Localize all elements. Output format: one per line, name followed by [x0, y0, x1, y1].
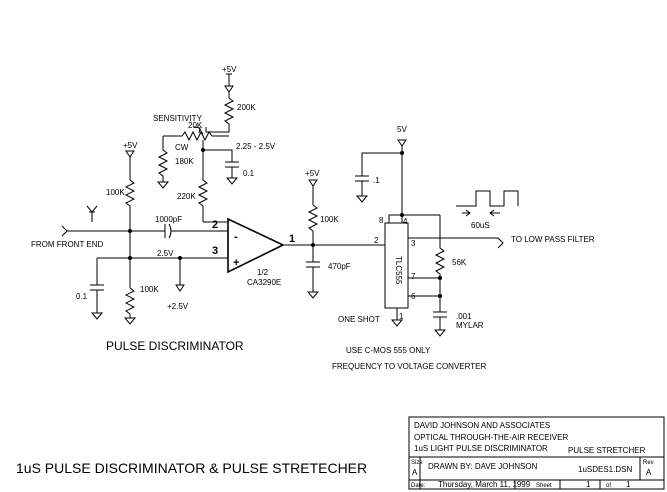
pin-1-label: 1: [289, 233, 295, 245]
section-converter-label: FREQUENCY TO VOLTAGE CONVERTER: [332, 362, 486, 371]
tb-rev-value: A: [646, 468, 652, 477]
capacitor-01-top: 2.25 - 2.5V 0.1: [225, 142, 276, 185]
opamp-name-label: CA3290E: [247, 278, 281, 287]
capacitor-01-low-label: 0.1: [76, 292, 88, 301]
tb-drawn-by: DRAWN BY: DAVE JOHNSON: [428, 462, 538, 471]
resistor-56k: 56K: [408, 215, 467, 312]
input-line: FROM FRONT END 1000pF: [31, 205, 229, 249]
tb-sheet-label: Sheet: [536, 483, 552, 489]
supply-5v-mid: +5V: [305, 169, 320, 205]
pulse-width-label: 60uS: [471, 221, 490, 230]
pot-20k-label: 20K: [188, 121, 203, 130]
pot-sensitivity-label: SENSITIVITY: [153, 114, 203, 123]
tb-subtitle: 1uS LIGHT PULSE DISCRIMINATOR: [414, 444, 548, 453]
tb-size-value: A: [412, 468, 418, 477]
note-cmos-label: USE C-MOS 555 ONLY: [346, 346, 431, 355]
pulse-waveform: 60uS: [456, 190, 519, 230]
resistor-100k-left: 100K: [106, 179, 136, 288]
tb-company: DAVID JOHNSON AND ASSOCIATES: [414, 421, 550, 430]
supply-5v-top: +5V: [222, 65, 237, 93]
input-label: FROM FRONT END: [31, 240, 104, 249]
capacitor-1: .1: [355, 152, 402, 203]
pin-2-label: 2: [212, 219, 218, 231]
supply-5v-left: +5V: [123, 141, 138, 180]
resistor-220k: 220K: [177, 140, 233, 222]
tb-date-value: Thursday, March 11, 1999: [438, 480, 531, 489]
tb-rev-label: Rev: [643, 460, 654, 466]
title-block: DAVID JOHNSON AND ASSOCIATES OPTICAL THR…: [408, 416, 665, 490]
resistor-56k-label: 56K: [452, 258, 467, 267]
resistor-180k-label: 180K: [175, 157, 194, 166]
pin-3-label: 3: [411, 239, 416, 248]
supply-5v-top-label: +5V: [222, 65, 237, 74]
supply-5v-left-label: +5V: [123, 141, 138, 150]
v-ref-label: +2.5V: [167, 302, 189, 311]
tb-sheet-value: 1: [586, 480, 591, 489]
v-bias-label: 2.5V: [157, 249, 174, 258]
timer-555: TLC555 8 4 2 3 7 6 1 ONE SHOT: [338, 213, 440, 327]
tb-date-label: Date:: [411, 483, 426, 489]
tb-of-label: of: [606, 483, 611, 489]
capacitor-1-label: .1: [373, 176, 380, 185]
pot-cw-label: CW: [175, 143, 189, 152]
supply-5v-mid-label: +5V: [305, 169, 320, 178]
output-line: TO LOW PASS FILTER: [408, 235, 595, 249]
resistor-100k-left-label: 100K: [106, 188, 125, 197]
opamp-part-label: 1/2: [257, 268, 269, 277]
supply-5v-timer-label: 5V: [397, 125, 407, 134]
capacitor-001-type: MYLAR: [456, 321, 484, 330]
supply-5v-timer: 5V: [397, 125, 407, 223]
pin-8-label: 8: [379, 216, 384, 225]
capacitor-001-label: .001: [456, 312, 472, 321]
resistor-200k-label: 200K: [237, 103, 256, 112]
capacitor-470pf: 470pF: [306, 261, 351, 299]
pin-1-timer-label: 1: [399, 312, 404, 321]
output-label: TO LOW PASS FILTER: [511, 235, 595, 244]
diagram-title: 1uS PULSE DISCRIMINATOR & PULSE STRETECH…: [16, 460, 367, 476]
pin-4-label: 4: [403, 217, 408, 226]
pin-2-timer-label: 2: [374, 236, 379, 245]
resistor-220k-label: 220K: [177, 192, 196, 201]
resistor-100k-mid-label: 100K: [320, 215, 339, 224]
resistor-180k: 180K: [156, 136, 194, 189]
pin-plus-label: +: [233, 257, 239, 269]
pin-7-label: 7: [411, 272, 416, 281]
oneshot-label: ONE SHOT: [338, 315, 380, 324]
resistor-100k-low-label: 100K: [140, 285, 159, 294]
tb-sheet-title: PULSE STRETCHER: [568, 446, 646, 455]
resistor-100k-low: 100K: [123, 285, 159, 325]
tb-of-value: 1: [626, 480, 631, 489]
capacitor-001: .001 MYLAR: [433, 311, 484, 337]
pin-minus-label: -: [234, 231, 238, 243]
tb-size-label: Size: [411, 460, 423, 466]
timer-555-name: TLC555: [394, 256, 403, 285]
v-range-label: 2.25 - 2.5V: [236, 142, 276, 151]
capacitor-1000pf-label: 1000pF: [155, 215, 182, 224]
pot-20k: SENSITIVITY 20K CW: [153, 114, 229, 152]
section-discriminator-label: PULSE DISCRIMINATOR: [106, 339, 244, 353]
pin-3-label: 3: [212, 245, 218, 257]
tb-project: OPTICAL THROUGH-THE-AIR RECEIVER: [414, 433, 568, 442]
tb-filename: 1uSDES1.DSN: [578, 465, 632, 474]
bias-line: 0.1 2.5V +2.5V: [76, 249, 228, 320]
resistor-200k: 200K: [205, 92, 256, 133]
opamp: 2 3 - + 1 1/2 CA3290E: [212, 217, 295, 287]
capacitor-01-top-label: 0.1: [243, 169, 255, 178]
capacitor-470pf-label: 470pF: [328, 262, 351, 271]
resistor-100k-mid: 100K: [307, 204, 339, 262]
